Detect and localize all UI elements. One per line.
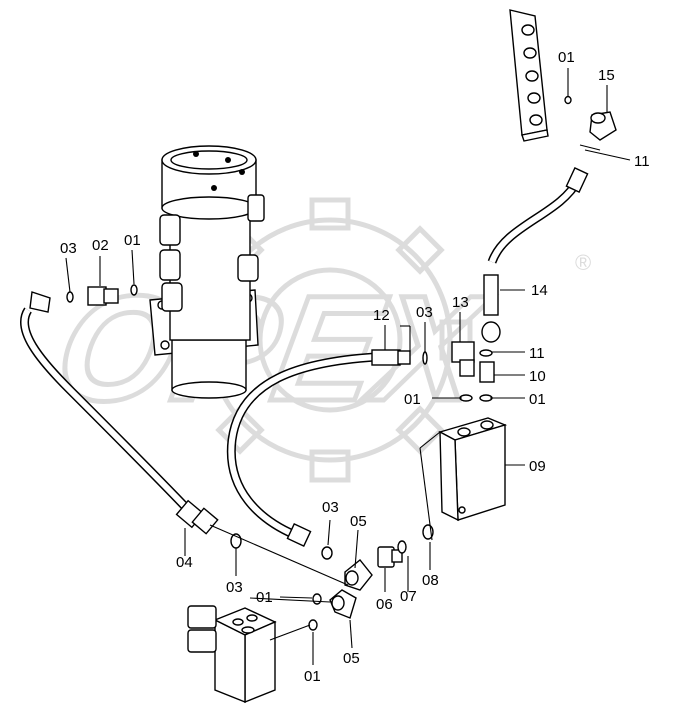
watermark-text: OPEX [45, 265, 499, 433]
washer-07 [397, 540, 407, 554]
label-08: 08 [422, 572, 439, 589]
fittings-left [66, 284, 138, 306]
label-05-upper: 05 [350, 513, 367, 530]
elbow-fitting-05-upper [344, 559, 373, 591]
swivel-joint [149, 145, 265, 399]
watermark: OPEX ® [43, 197, 591, 483]
label-13: 13 [452, 294, 469, 311]
label-04: 04 [176, 554, 193, 571]
o-ring-01-bottom-left [312, 593, 322, 605]
hose-04 [20, 291, 219, 535]
label-03-low: 03 [322, 499, 339, 516]
manifold-block-top [509, 9, 549, 142]
bolt-06 [377, 546, 403, 568]
label-15: 15 [598, 67, 615, 84]
o-ring-03-low [321, 546, 333, 560]
elbow-fitting-15 [564, 95, 617, 141]
label-03-left: 03 [60, 240, 77, 257]
label-11-top: 11 [634, 153, 650, 170]
elbow-fitting-05-lower [329, 589, 357, 619]
label-01-mid-left: 01 [404, 391, 421, 408]
hose-14 [481, 167, 589, 343]
label-01-top: 01 [558, 49, 575, 66]
label-09: 09 [529, 458, 546, 475]
adapter-10 [479, 349, 495, 383]
leader-lines [65, 68, 631, 665]
valve-block-09 [438, 417, 508, 522]
o-rings-01-mid [459, 394, 493, 402]
label-02: 02 [92, 237, 109, 254]
o-ring-01-bottom [308, 619, 318, 631]
label-01-mid-right: 01 [529, 391, 546, 408]
label-07: 07 [400, 588, 417, 605]
valve-block-lower [187, 605, 277, 704]
watermark-registered-mark: ® [575, 250, 591, 275]
label-01-bottom: 01 [304, 668, 321, 685]
tee-fitting-13 [451, 341, 475, 377]
part-labels: 01 15 11 03 02 01 12 03 13 14 11 10 01 0… [60, 49, 650, 685]
label-03-mid: 03 [416, 304, 433, 321]
label-06: 06 [376, 596, 393, 613]
label-10: 10 [529, 368, 546, 385]
label-12: 12 [373, 307, 390, 324]
label-03-bottom: 03 [226, 579, 243, 596]
label-01-left: 01 [124, 232, 141, 249]
label-14: 14 [531, 282, 548, 299]
watermark-gear [187, 197, 473, 483]
hose-12 [226, 349, 428, 547]
label-11-mid: 11 [529, 345, 545, 362]
label-05-lower: 05 [343, 650, 360, 667]
label-01-bottom-left: 01 [256, 589, 273, 606]
